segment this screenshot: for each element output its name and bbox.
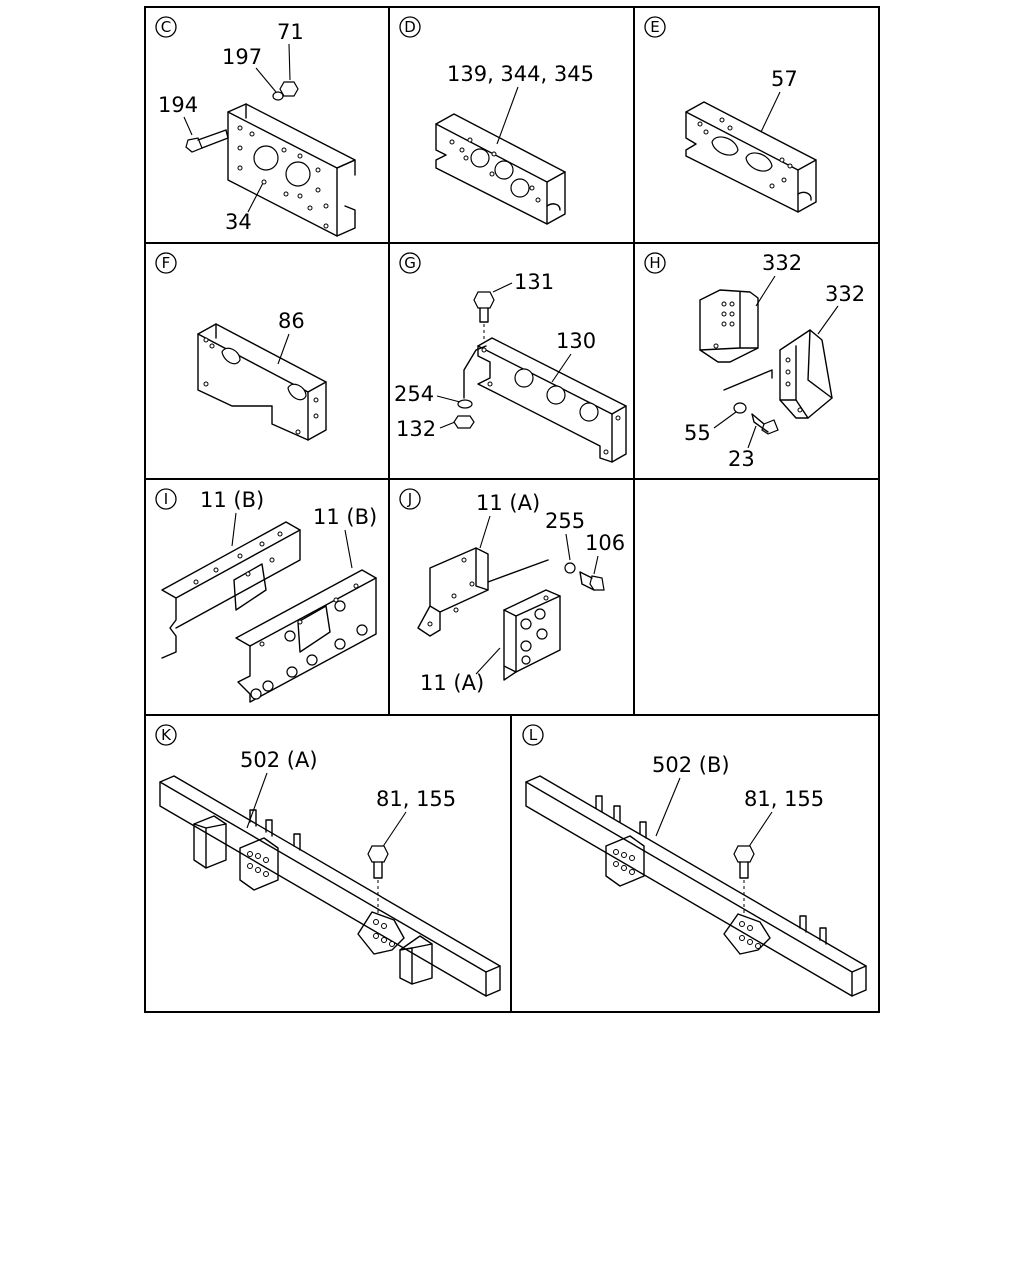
label-131: 131 [514, 270, 554, 294]
panel-j: J 11 (A) 255 106 11 (A) [399, 488, 625, 695]
label-23: 23 [728, 447, 755, 471]
crossmember-part-502b [525, 775, 867, 997]
label-139-344-345: 139, 344, 345 [447, 62, 594, 86]
panel-i: I 11 (B) 11 (B) [155, 488, 377, 703]
panel-letter-j: J [407, 490, 412, 508]
label-11a-a: 11 (A) [476, 491, 540, 515]
panel-letter-g: G [404, 254, 416, 272]
washer-icon [733, 402, 747, 414]
label-34: 34 [225, 210, 252, 234]
label-106: 106 [585, 531, 625, 555]
label-57: 57 [771, 67, 798, 91]
panel-letter-e: E [650, 18, 659, 36]
bracket-part-11a-a [417, 547, 489, 637]
label-332-b: 332 [825, 282, 865, 306]
label-502a: 502 (A) [240, 748, 318, 772]
label-254: 254 [394, 382, 434, 406]
bolt-icon [185, 129, 229, 153]
bracket-part-86 [197, 323, 327, 441]
bracket-part-139 [435, 113, 566, 225]
panel-letter-f: F [162, 254, 171, 272]
label-86: 86 [278, 309, 305, 333]
bolt-icon [579, 571, 605, 591]
label-11b-b: 11 (B) [313, 505, 377, 529]
panel-c: C 71 197 194 34 [155, 16, 356, 237]
label-197: 197 [222, 45, 262, 69]
panel-letter-k: K [161, 726, 172, 744]
bolt-icon [751, 413, 779, 435]
label-71: 71 [277, 20, 304, 44]
panel-letter-d: D [404, 18, 416, 36]
label-11a-b: 11 (A) [420, 671, 484, 695]
label-255: 255 [545, 509, 585, 533]
nut-icon [279, 81, 299, 97]
bracket-part-332-b [779, 329, 833, 419]
panel-letter-c: C [161, 18, 171, 36]
bracket-part-332-a [699, 289, 759, 363]
washer-icon [564, 562, 576, 574]
bracket-part-11b-b [235, 569, 377, 703]
bolt-icon [733, 845, 755, 879]
panel-letter-h: H [649, 254, 660, 272]
bolt-icon [367, 845, 389, 879]
panel-d: D 139, 344, 345 [399, 16, 594, 225]
nut-icon [453, 415, 475, 429]
bolt-icon [473, 291, 495, 323]
bracket-part-11b-a [161, 521, 301, 659]
crossmember-part-502a [159, 775, 501, 997]
panel-letter-l: L [529, 726, 538, 744]
washer-icon [457, 399, 473, 409]
bracket-part-11a-b [503, 589, 561, 681]
label-81-155-k: 81, 155 [376, 787, 456, 811]
panel-e: E 57 [644, 16, 817, 213]
panel-l: L 502 (B) 81, 155 [522, 724, 867, 997]
panel-f: F 86 [155, 252, 327, 441]
label-55: 55 [684, 421, 711, 445]
label-130: 130 [556, 329, 596, 353]
label-132: 132 [396, 417, 436, 441]
label-81-155-l: 81, 155 [744, 787, 824, 811]
bracket-part-34 [227, 103, 356, 237]
label-194: 194 [158, 93, 198, 117]
label-11b-a: 11 (B) [200, 488, 264, 512]
label-332-a: 332 [762, 251, 802, 275]
panel-g: G 131 130 254 132 [394, 252, 627, 463]
panel-grid [144, 6, 880, 1013]
washer-icon [272, 91, 284, 101]
bracket-part-130 [477, 337, 627, 463]
panel-h: H 332 332 55 23 [644, 251, 865, 471]
panel-k: K 502 (A) 81, 155 [155, 724, 501, 997]
label-502b: 502 (B) [652, 753, 730, 777]
bracket-part-57 [685, 101, 817, 213]
panel-letter-i: I [164, 490, 168, 508]
